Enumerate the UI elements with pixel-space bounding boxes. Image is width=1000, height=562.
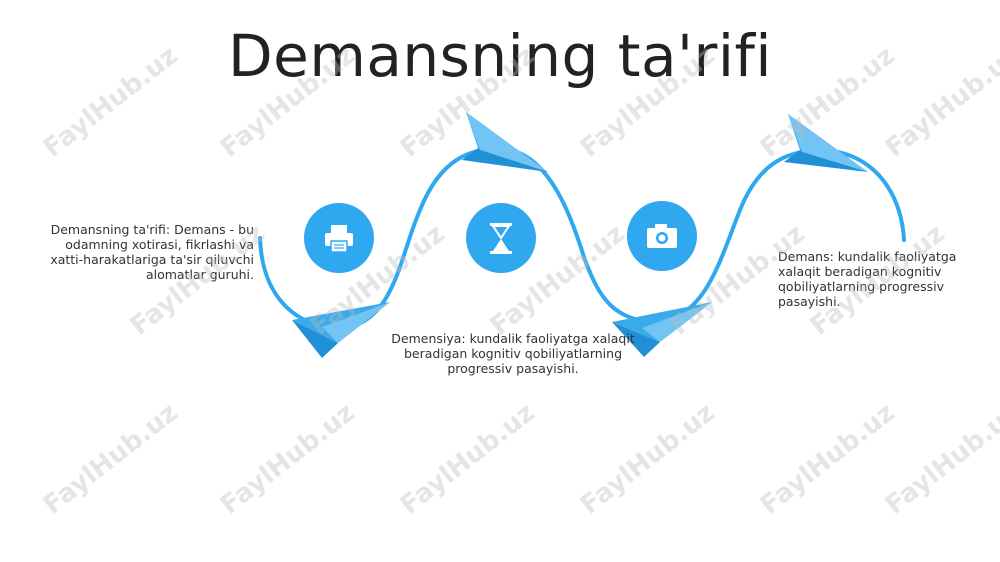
camera-icon: [627, 201, 697, 271]
hourglass-icon: [466, 203, 536, 273]
paper-plane-4: [784, 114, 868, 172]
paper-plane-2: [462, 112, 548, 172]
paper-plane-3: [612, 302, 712, 357]
description-right: Demans: kundalik faoliyatga xalaqit bera…: [778, 249, 957, 309]
printer-icon: [304, 203, 374, 273]
slide-title: Demansning ta'rifi: [228, 22, 772, 90]
description-center: Demensiya: kundalik faoliyatga xalaqit b…: [391, 331, 635, 376]
description-left: Demansning ta'rifi: Demans - bu odamning…: [50, 222, 254, 282]
paper-plane-1: [292, 302, 390, 358]
